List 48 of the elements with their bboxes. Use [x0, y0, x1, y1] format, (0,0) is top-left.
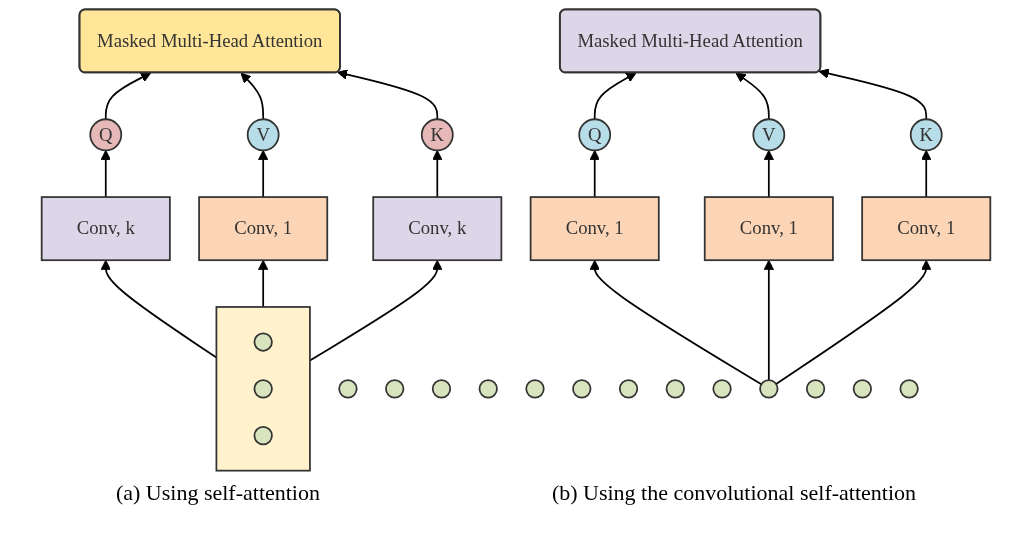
node-circle	[712, 379, 732, 399]
node-circle	[385, 379, 405, 399]
arrow	[921, 149, 932, 198]
node-circle	[253, 379, 273, 399]
node-circle	[253, 425, 273, 446]
node-circle	[852, 379, 872, 399]
arrow	[763, 149, 774, 198]
arrow	[593, 72, 637, 121]
node-circle: Q	[89, 118, 123, 152]
arrow	[258, 259, 269, 308]
node-circle	[805, 379, 826, 399]
caption: (a) Using self-attention	[115, 480, 320, 506]
node-box: Conv, k	[372, 196, 503, 262]
node-box: Conv, 1	[861, 196, 992, 262]
arrow	[763, 259, 774, 381]
arrow	[589, 259, 763, 386]
node-circle	[338, 379, 358, 399]
arrow	[735, 72, 770, 121]
node-box: Conv, k	[40, 196, 171, 262]
node-box: Conv, 1	[703, 196, 834, 262]
node-box: Conv, 1	[529, 196, 660, 262]
arrow	[432, 149, 443, 198]
cluster	[215, 306, 311, 472]
node-circle	[665, 379, 685, 399]
arrow	[258, 149, 269, 198]
arrow	[309, 259, 443, 362]
arrow	[589, 149, 600, 198]
caption: (b) Using the convolutional self-attention	[551, 480, 917, 506]
arrow	[337, 69, 439, 121]
node-circle	[525, 379, 545, 399]
node-circle: Q	[578, 118, 612, 152]
node-circle: K	[420, 118, 454, 152]
node-circle	[253, 332, 273, 352]
arrow	[818, 68, 928, 121]
arrow	[775, 259, 932, 385]
node-circle	[478, 379, 498, 399]
arrow	[100, 149, 111, 198]
node-circle: K	[909, 118, 943, 152]
arrow	[240, 72, 265, 121]
node-circle: V	[246, 118, 280, 152]
arrow	[104, 72, 152, 121]
node-circle	[618, 379, 639, 399]
node-circle	[759, 379, 779, 399]
node-box: Conv, 1	[198, 196, 329, 262]
node-circle	[431, 379, 452, 399]
node-circle: V	[752, 118, 786, 152]
node-circle	[572, 379, 592, 399]
node-circle	[899, 379, 919, 399]
